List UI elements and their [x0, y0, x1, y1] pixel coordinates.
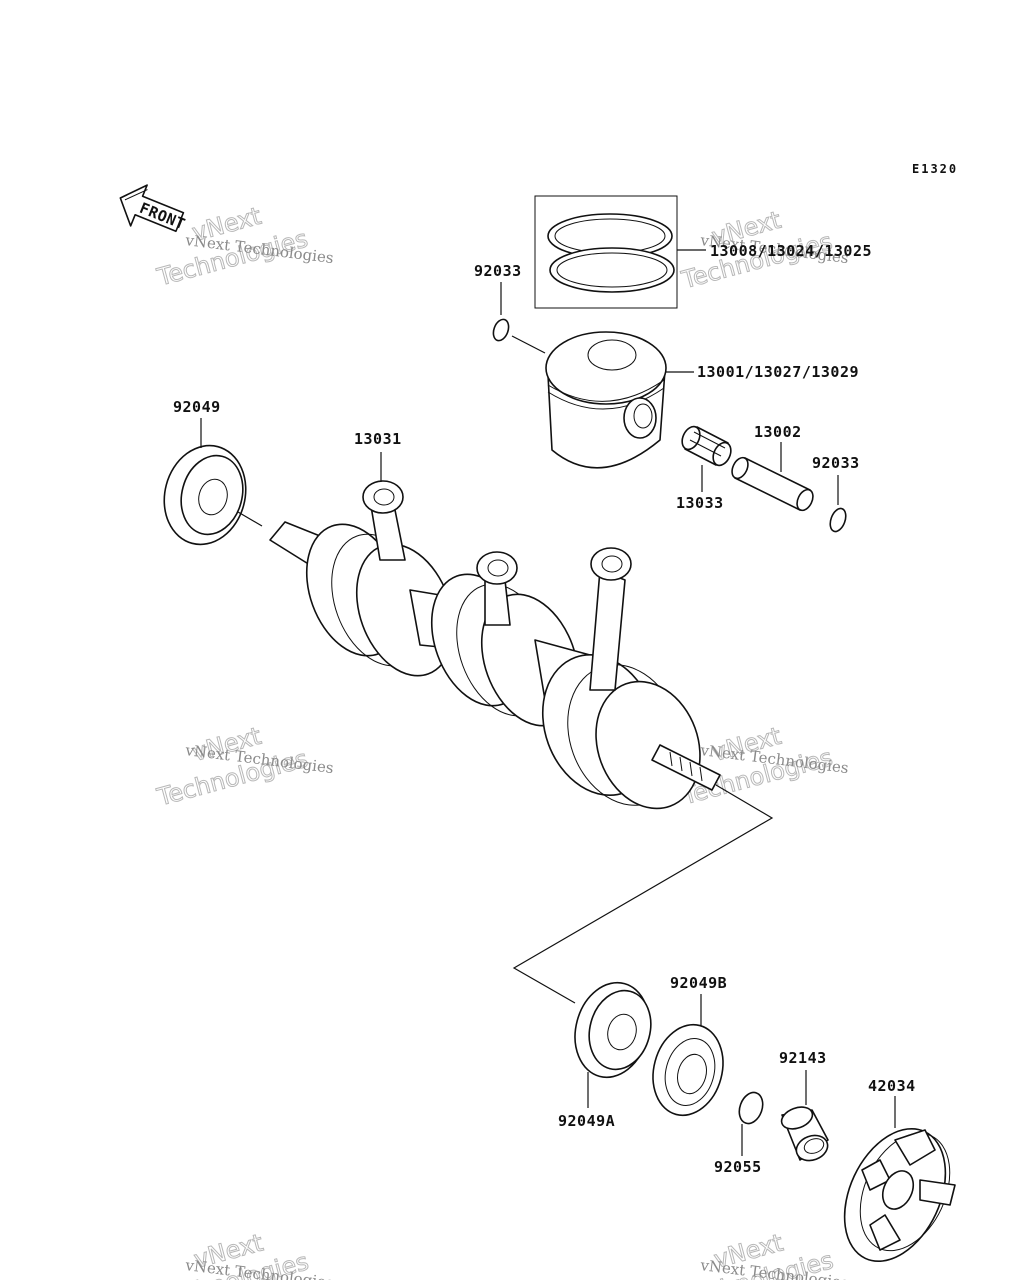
needle-bearing: 13033: [676, 425, 732, 512]
piston-pin: 13002: [731, 423, 814, 512]
label-piston-pin: 13002: [754, 423, 802, 441]
label-oil-seal: 92049: [173, 398, 221, 416]
crankshaft: 13031: [269, 430, 721, 810]
leader-line: [512, 784, 774, 1004]
front-arrow-icon: FRONT: [119, 184, 188, 233]
diagram-code: E1320: [912, 162, 958, 176]
piston: 13001/13027/13029: [545, 331, 859, 469]
label-circlip-left: 92033: [474, 262, 522, 280]
circlip-right: 92033: [812, 454, 860, 533]
oil-seal-a: 92049A: [558, 981, 652, 1130]
label-oil-seal-b: 92049B: [670, 974, 727, 992]
label-connecting-rod: 13031: [354, 430, 402, 448]
label-piston-ring-set: 13008/13024/13025: [710, 242, 872, 260]
collar: 92143: [779, 1049, 829, 1162]
piston-ring-set: 13008/13024/13025: [534, 195, 872, 309]
label-circlip-right: 92033: [812, 454, 860, 472]
label-o-ring: 92055: [714, 1158, 762, 1176]
coupling: 42034: [843, 1077, 956, 1263]
label-coupling: 42034: [868, 1077, 916, 1095]
label-needle-bearing: 13033: [676, 494, 724, 512]
oil-seal: 92049: [163, 398, 263, 546]
circlip-left: 92033: [474, 262, 546, 354]
label-collar: 92143: [779, 1049, 827, 1067]
oil-seal-b: 92049B: [652, 974, 727, 1117]
label-oil-seal-a: 92049A: [558, 1112, 615, 1130]
o-ring: 92055: [714, 1091, 764, 1176]
label-piston: 13001/13027/13029: [697, 363, 859, 381]
